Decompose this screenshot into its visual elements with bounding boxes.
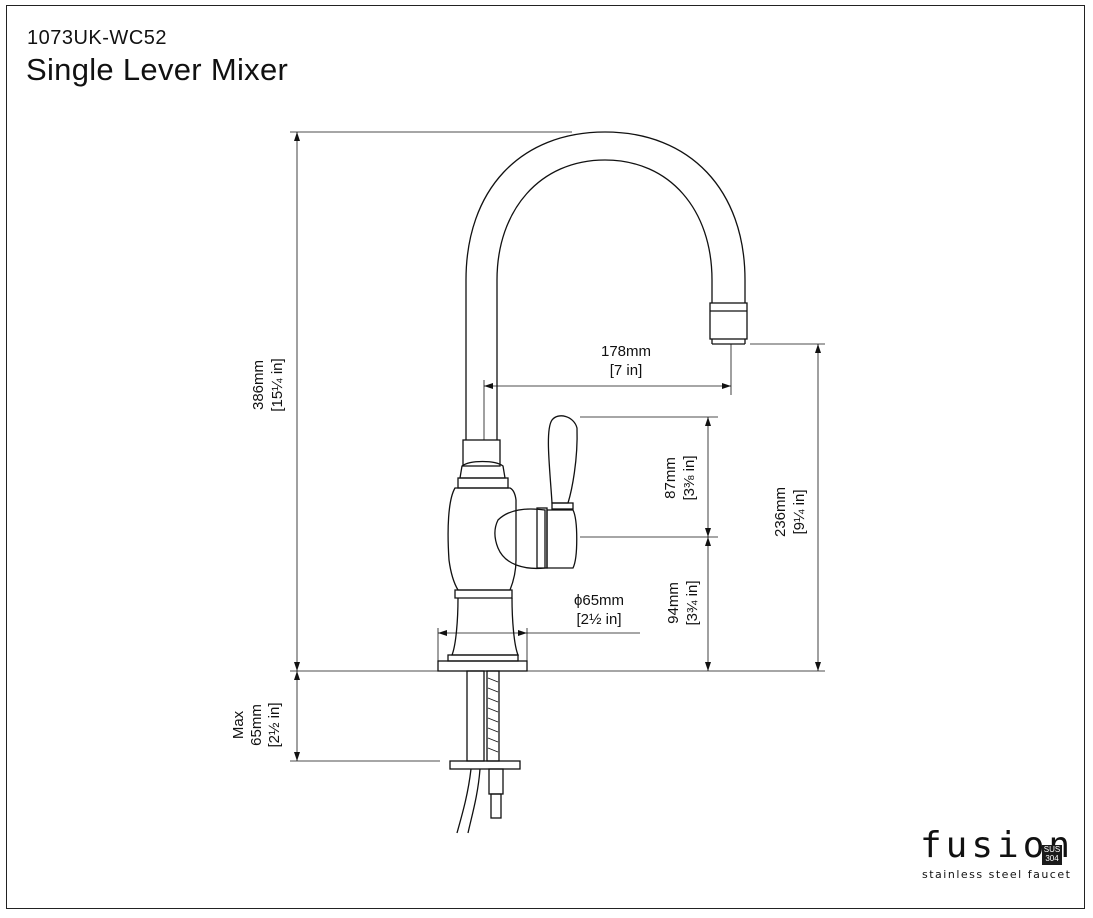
max-deck-label: Max xyxy=(230,710,247,739)
dimension-labels: 386mm [15¼ in] 178mm [7 in] 236mm [9¼ in… xyxy=(230,343,808,748)
dimension-lines xyxy=(290,131,825,762)
base-diameter-mm: ϕ65mm xyxy=(574,592,624,609)
lever-height-in: [3⅜ in] xyxy=(681,455,698,500)
shank xyxy=(466,670,485,762)
badge-line-1: SUS xyxy=(1043,845,1061,854)
max-deck-mm: 65mm xyxy=(248,704,265,746)
lever-height-mm: 87mm xyxy=(662,457,679,499)
reach-mm: 178mm xyxy=(601,343,651,360)
hose-a xyxy=(456,768,472,834)
reach-in: [7 in] xyxy=(610,362,643,379)
mounting-washer xyxy=(449,760,521,770)
total-height-mm: 386mm xyxy=(250,360,267,410)
model-code: 1073UK-WC52 xyxy=(27,27,168,49)
faucet-outline xyxy=(437,131,748,834)
drawing-border xyxy=(6,5,1085,909)
fusion-logo: fusion SUS 304 stainless steel faucet xyxy=(920,828,1074,882)
lever-handle xyxy=(547,415,578,504)
base-flange xyxy=(437,660,528,672)
body-height-mm: 94mm xyxy=(665,582,682,624)
max-deck-in: [2½ in] xyxy=(266,702,283,747)
total-height-in: [15¼ in] xyxy=(269,358,286,411)
faucet-body xyxy=(447,487,517,591)
logo-tagline: stainless steel faucet xyxy=(922,868,1072,881)
body-height-in: [3¾ in] xyxy=(684,580,701,625)
base-diameter-in: [2½ in] xyxy=(576,611,621,628)
badge-line-2: 304 xyxy=(1045,854,1059,863)
product-title: Single Lever Mixer xyxy=(26,52,289,87)
spout-height-in: [9¼ in] xyxy=(791,489,808,534)
lever-hub xyxy=(494,508,546,570)
spout-collar xyxy=(462,439,501,467)
spout-outer xyxy=(465,131,746,440)
spout-inner xyxy=(496,159,713,440)
spout-height-mm: 236mm xyxy=(772,487,789,537)
sus304-badge: SUS 304 xyxy=(1042,845,1062,865)
arrowheads xyxy=(294,132,821,761)
threaded-rod xyxy=(486,670,500,762)
aerator xyxy=(709,302,748,340)
